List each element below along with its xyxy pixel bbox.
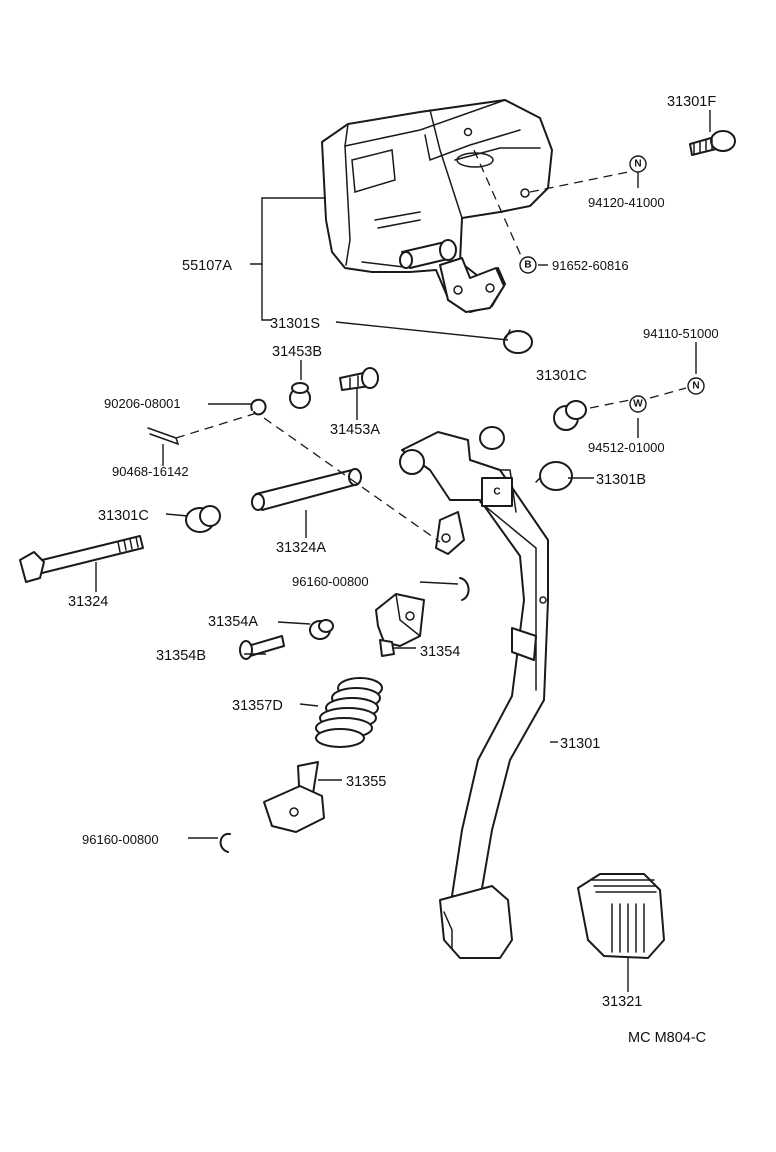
pin-31354b (239, 635, 285, 660)
pedal-pad-31321 (577, 873, 665, 959)
clip-90206-08001 (250, 398, 267, 416)
e-ring-96160-00800-top (459, 577, 470, 601)
bushing-31301c-left (185, 505, 221, 533)
w-symbol: W (629, 395, 647, 413)
bushing-31453b (289, 382, 311, 409)
e-ring-96160-00800-bottom (219, 832, 231, 853)
leader-lines (95, 110, 711, 992)
svg-text:W: W (633, 399, 643, 410)
bolt-31301f (689, 130, 736, 156)
pedal-bracket-55107a (321, 99, 553, 313)
label-31453a: 31453A (330, 422, 380, 438)
pedal-c-mark: C (493, 487, 500, 498)
stopper-cap-31301b (535, 461, 573, 491)
label-31321: 31321 (602, 994, 642, 1010)
spring-seat-31355 (263, 761, 325, 833)
svg-text:N: N (692, 381, 699, 392)
clutch-pedal-31301: C (399, 426, 549, 959)
label-31301f: 31301F (667, 94, 716, 110)
label-31301: 31301 (560, 736, 600, 752)
pin-31453a (339, 367, 379, 391)
label-31354: 31354 (420, 644, 460, 660)
label-31324: 31324 (68, 594, 108, 610)
label-96160-00800-top: 96160-00800 (292, 574, 369, 589)
bolt-31324 (19, 535, 144, 583)
label-31301b: 31301B (596, 472, 646, 488)
n-symbol-right: N (687, 377, 705, 395)
label-55107a: 55107A (182, 258, 232, 274)
bushing-31301c-right (553, 400, 587, 431)
n-symbol-top: N (629, 155, 647, 173)
label-96160-00800-bottom: 96160-00800 (82, 832, 159, 847)
b-symbol: B (519, 256, 537, 274)
label-31324a: 31324A (276, 540, 326, 556)
label-31354b: 31354B (156, 648, 206, 664)
label-31357d: 31357D (232, 698, 283, 714)
label-91652-60816: 91652-60816 (552, 258, 629, 273)
label-90468-16142: 90468-16142 (112, 464, 189, 479)
label-94512-01000: 94512-01000 (588, 440, 665, 455)
bushing-31354a (309, 619, 334, 640)
label-90206-08001: 90206-08001 (104, 396, 181, 411)
label-31301c-right: 31301C (536, 368, 587, 384)
label-94110-51000: 94110-51000 (643, 326, 719, 341)
svg-text:B: B (524, 260, 531, 271)
stopper-cushion-31301s (503, 329, 533, 354)
clevis-31354 (375, 593, 425, 657)
svg-text:N: N (634, 159, 641, 170)
sleeve-31324a (251, 468, 362, 511)
reference-code: MC M804-C (628, 1030, 706, 1046)
label-31355: 31355 (346, 774, 386, 790)
cotter-pin-90468-16142 (147, 427, 180, 446)
spring-31357d (315, 677, 383, 748)
label-31453b: 31453B (272, 344, 322, 360)
label-31354a: 31354A (208, 614, 258, 630)
label-31301c-left: 31301C (98, 508, 149, 524)
label-94120-41000: 94120-41000 (588, 195, 665, 210)
label-31301s: 31301S (270, 316, 320, 332)
